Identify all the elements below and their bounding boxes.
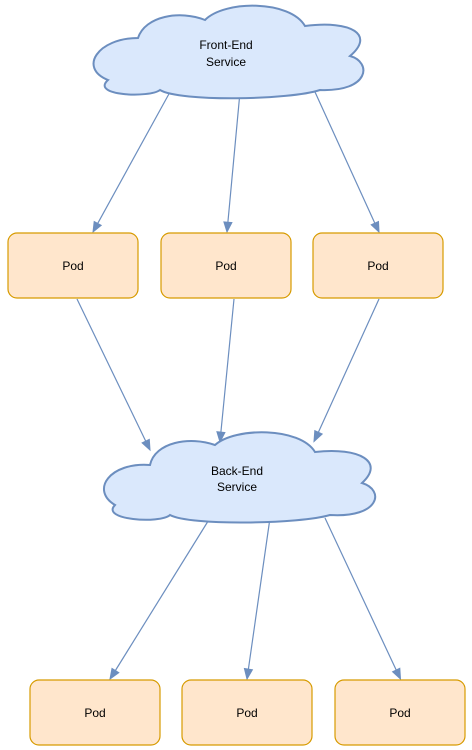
upper-pod-1: Pod [7,232,139,299]
pod-label: Pod [389,706,410,720]
lower-pod-1: Pod [29,679,161,746]
pod-box [160,232,292,299]
edge-upper-pod-2-to-backend [216,298,235,444]
pod-label: Pod [62,259,83,273]
edge-backend-to-lower-pod-3 [324,517,402,681]
frontend-cloud-shape [92,4,365,100]
edge-upper-pod-1-to-backend [76,298,151,452]
edge-backend-to-lower-pod-1 [109,517,211,681]
frontend-service-label-line2: Service [206,55,246,69]
pod-box [181,679,313,746]
pod-label: Pod [84,706,105,720]
pod-box [312,232,444,299]
edges-layer [76,91,402,681]
upper-pod-2: Pod [160,232,292,299]
edge-backend-to-lower-pod-2 [243,517,271,681]
pod-label: Pod [236,706,257,720]
backend-service-label-line1: Back-End [211,464,263,478]
pod-box [29,679,161,746]
pod-label: Pod [367,259,388,273]
pod-label: Pod [215,259,236,273]
frontend-service-node: Front-End Service [92,4,365,100]
lower-pod-3: Pod [334,679,466,746]
lower-pod-2: Pod [181,679,313,746]
backend-service-node: Back-End Service [103,431,377,524]
edge-frontend-to-upper-pod-2 [223,91,241,234]
pod-box [7,232,139,299]
edge-frontend-to-upper-pod-3 [314,91,380,234]
frontend-service-label-line1: Front-End [199,38,252,52]
upper-pod-3: Pod [312,232,444,299]
edge-frontend-to-upper-pod-1 [92,91,171,234]
edge-upper-pod-3-to-backend [313,298,380,443]
backend-service-label-line2: Service [217,480,257,494]
pod-box [334,679,466,746]
backend-cloud-shape [103,431,377,524]
